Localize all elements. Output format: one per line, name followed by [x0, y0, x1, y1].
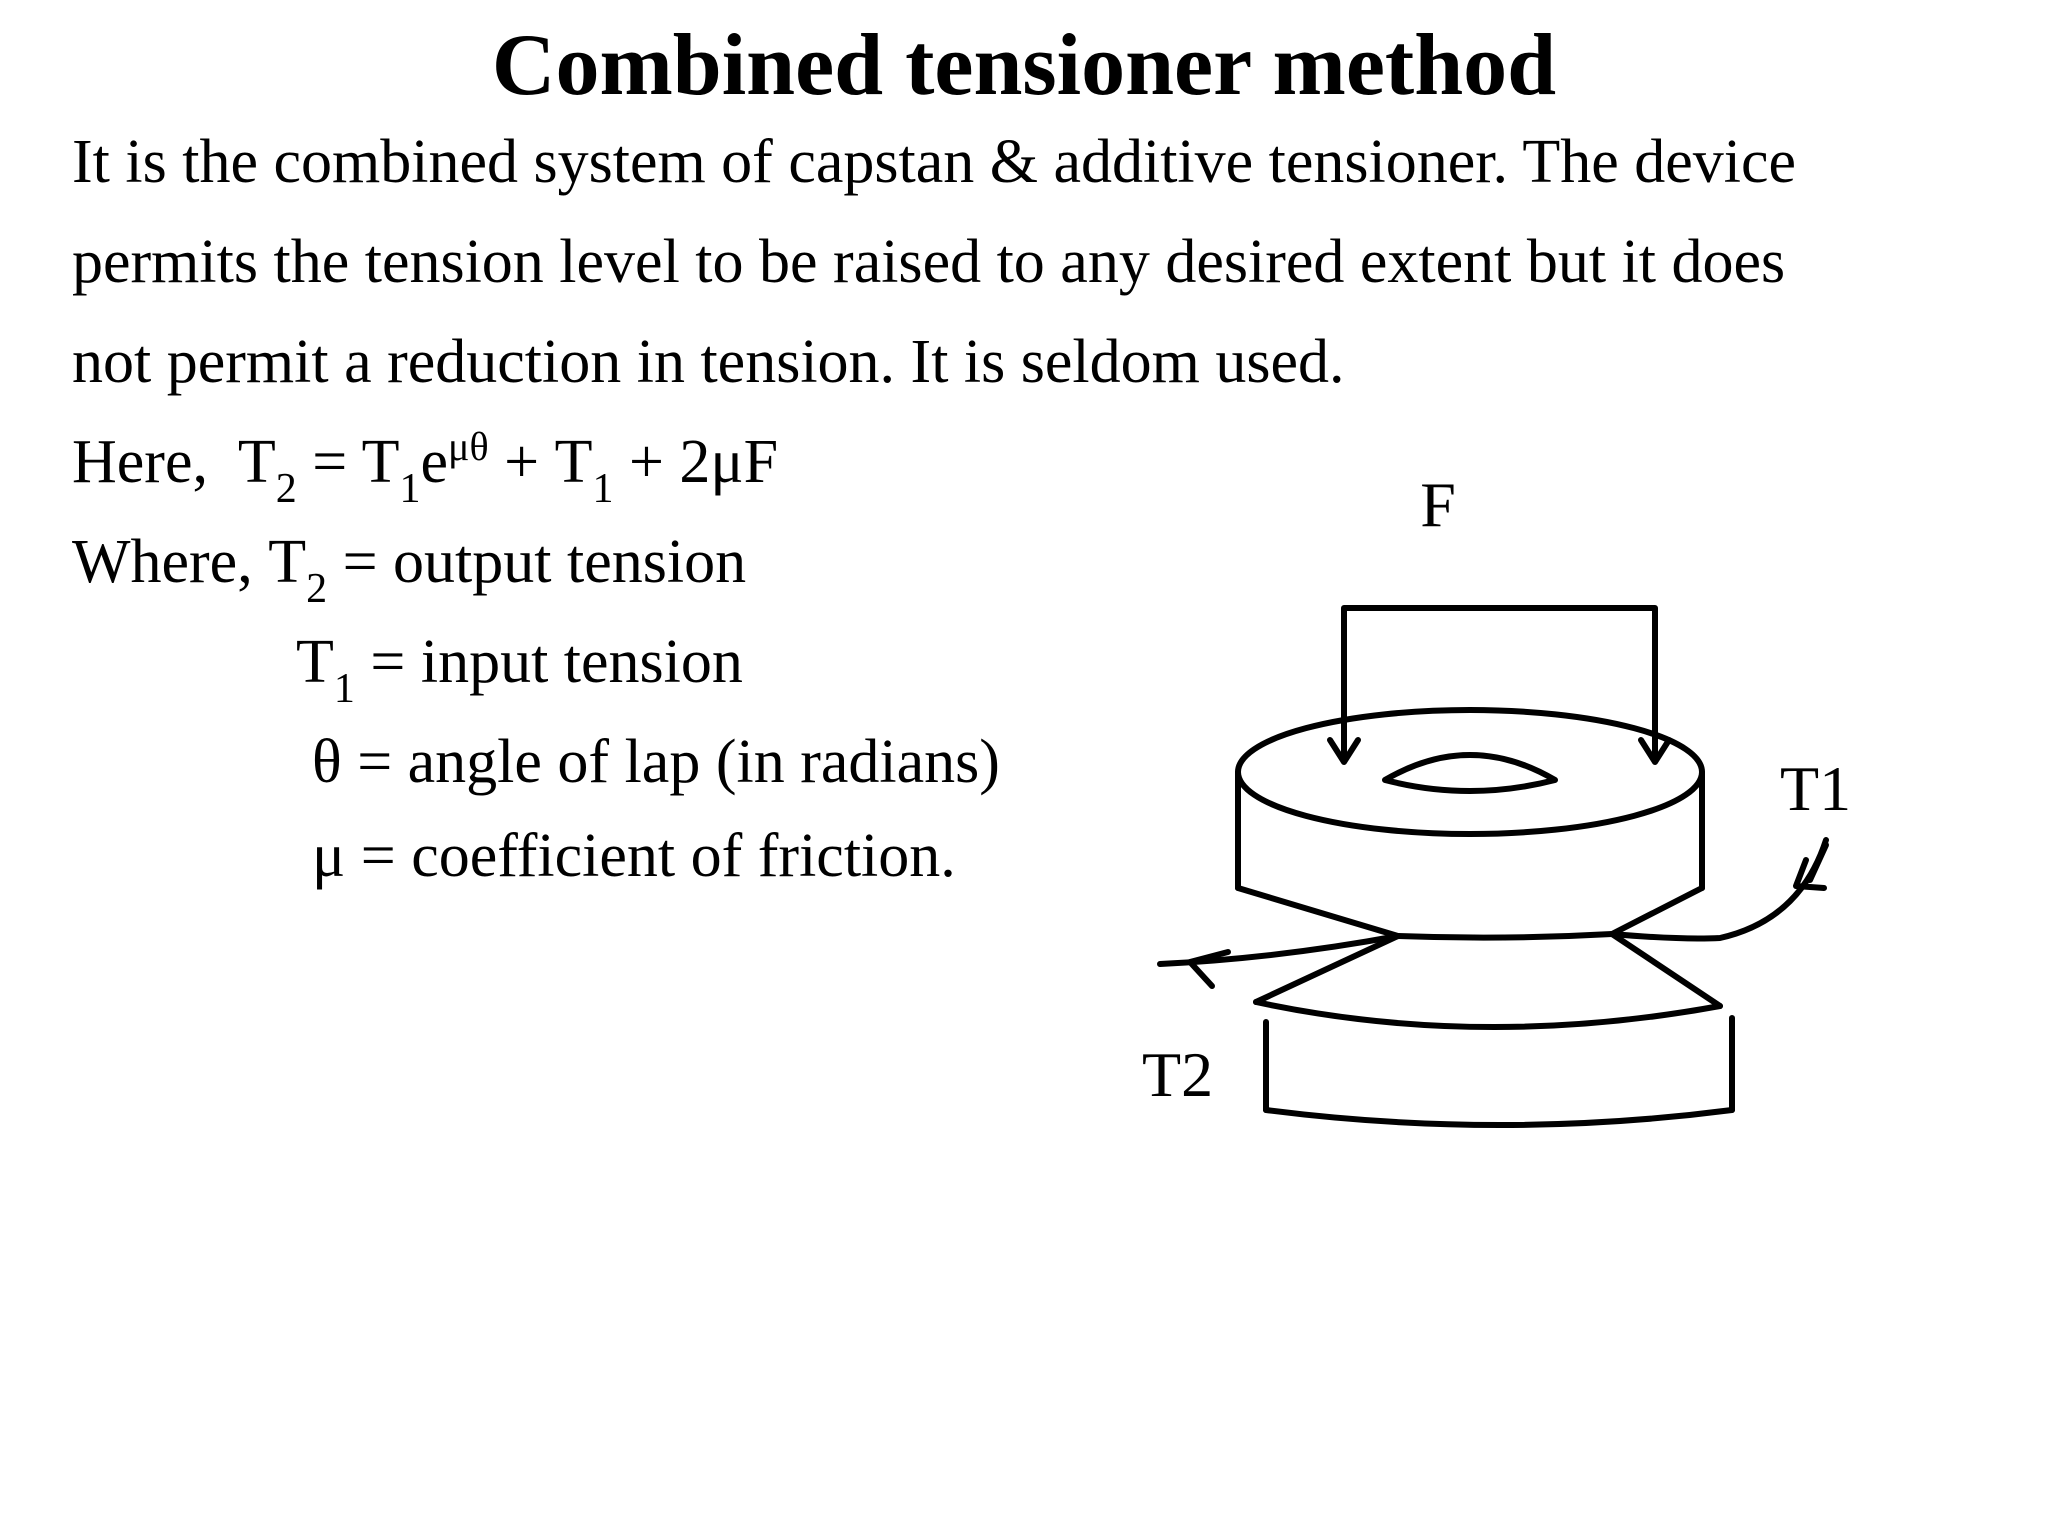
t2-arrowhead	[1187, 949, 1231, 989]
definition-t2: Where, T2 = output tension	[72, 528, 747, 612]
label-f: F	[1420, 469, 1456, 540]
formula-exponent: μθ	[448, 424, 489, 469]
upper-disc-hole	[1382, 752, 1558, 794]
t2-description: = output tension	[327, 528, 747, 596]
force-bracket	[1341, 605, 1658, 761]
formula-exp-base: e	[420, 428, 448, 496]
definition-mu: μ = coefficient of friction.	[312, 822, 956, 890]
t1-arrow-shaft	[1807, 842, 1829, 883]
formula-t2: T2	[237, 428, 297, 512]
description-paragraph: It is the combined system of capstan & a…	[72, 112, 2012, 412]
upper-cone-left	[1235, 885, 1401, 939]
description-line: It is the combined system of capstan & a…	[72, 128, 1797, 196]
t1-arrowhead	[1793, 857, 1827, 891]
yarn-in	[1609, 837, 1829, 942]
formula-plus: +	[488, 428, 555, 496]
formula-line: Here, T2 = T1eμθ + T1 + 2μF	[72, 412, 778, 519]
description-line: not permit a reduction in tension. It is…	[72, 328, 1345, 396]
t1-description: = input tension	[354, 628, 743, 696]
formula-prefix: Here,	[72, 428, 208, 496]
formula-equals: =	[296, 428, 362, 496]
formula-t1-term: T1	[554, 428, 614, 512]
label-t1: T1	[1780, 753, 1851, 824]
lower-disc-bottom	[1263, 1107, 1735, 1128]
lower-cone-right	[1609, 931, 1723, 1009]
label-t2: T2	[1142, 1039, 1213, 1110]
formula-tail: + 2μF	[613, 428, 779, 496]
lower-disc-top	[1253, 999, 1723, 1030]
tensioner-diagram: F T1 T2	[1120, 440, 1851, 1160]
force-arrow-left	[1327, 737, 1361, 765]
tensioner-drawing: F T1 T2	[1142, 469, 1851, 1128]
upper-cone-right	[1609, 885, 1705, 937]
description-line: permits the tension level to be raised t…	[72, 228, 1786, 296]
upper-disc-top	[1235, 707, 1705, 837]
formula-t1: T1	[361, 428, 421, 512]
slide-title: Combined tensioner method	[491, 17, 1557, 114]
waist-line	[1395, 931, 1615, 941]
where-label: Where,	[72, 528, 253, 596]
definition-t1: T1 = input tension	[296, 628, 743, 712]
force-arrow-right	[1638, 737, 1672, 765]
lower-cone-left	[1253, 933, 1401, 1005]
definition-theta: θ = angle of lap (in radians)	[312, 728, 1000, 796]
